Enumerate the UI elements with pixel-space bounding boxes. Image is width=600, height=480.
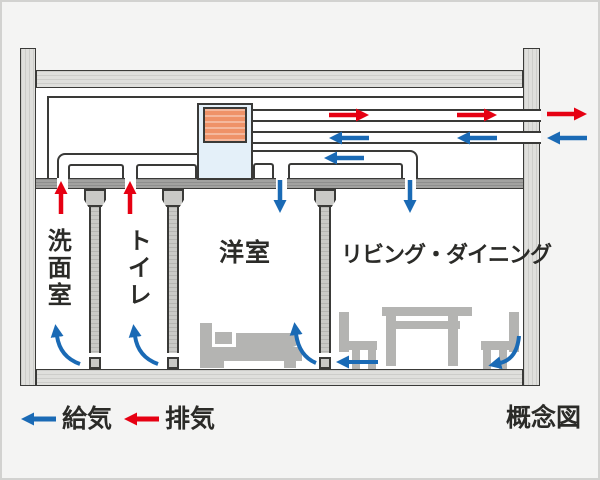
- partition2-threshold: [167, 357, 179, 369]
- chair-left-leg2: [368, 350, 376, 369]
- partition3-header: [314, 189, 336, 207]
- partition1-header: [84, 189, 106, 207]
- outer-wall-left: [20, 48, 36, 386]
- bed-base: [207, 347, 302, 361]
- partition3-door: [319, 207, 331, 353]
- chair-left-seat: [349, 341, 377, 350]
- room-label-western-room: 洋室: [219, 239, 272, 267]
- chair-right-leg2: [499, 350, 507, 369]
- partition3-threshold: [319, 357, 331, 369]
- chair-right-seat: [481, 341, 509, 350]
- partition2-door: [167, 207, 179, 353]
- partition1-door: [89, 207, 101, 353]
- bed-pillow: [215, 332, 232, 344]
- ventilation-unit: [203, 107, 247, 143]
- ceiling-grille-living: [405, 177, 416, 190]
- chair-left-back: [339, 312, 349, 352]
- supply-duct-from-outside: [253, 131, 541, 144]
- table-leg-left: [386, 316, 396, 366]
- attic-ceiling-line: [47, 96, 523, 98]
- exhaust-duct-to-outside: [253, 109, 541, 122]
- partition2-header: [162, 189, 184, 207]
- room-label-washroom: 洗面室: [43, 228, 71, 309]
- table-leg-right: [448, 316, 458, 366]
- caption-conceptual-diagram: 概念図: [506, 404, 582, 432]
- chair-left-leg1: [352, 350, 360, 369]
- exhaust-duct-wall-2: [136, 164, 197, 178]
- bed-headboard: [200, 323, 212, 368]
- bed-leg-right: [284, 361, 296, 368]
- exhaust-duct-wall-1: [68, 164, 124, 178]
- table-top: [382, 307, 472, 316]
- outer-wall-right: [523, 48, 540, 386]
- supply-duct-wall-1: [253, 163, 274, 178]
- chair-right-back: [509, 312, 519, 352]
- roof-beam: [36, 70, 523, 88]
- partition1-threshold: [89, 357, 101, 369]
- chair-right-leg1: [483, 350, 491, 369]
- ceiling-grille-toilet: [125, 177, 136, 190]
- floor-slab: [36, 369, 523, 386]
- ceiling-grille-washroom: [57, 177, 68, 190]
- legend-exhaust-label: 排気: [165, 405, 216, 433]
- table-shelf: [394, 321, 460, 329]
- bed-mattress: [236, 333, 299, 347]
- bed-leg-left: [212, 361, 224, 368]
- supply-duct-wall-2: [288, 163, 403, 178]
- room-label-living-dining: リビング・ダイニング: [341, 242, 552, 267]
- legend-supply-label: 給気: [62, 405, 113, 433]
- attic-left-line: [47, 96, 49, 178]
- room-label-toilet: トイレ: [123, 228, 151, 309]
- ceiling-grille-western-room: [276, 177, 287, 190]
